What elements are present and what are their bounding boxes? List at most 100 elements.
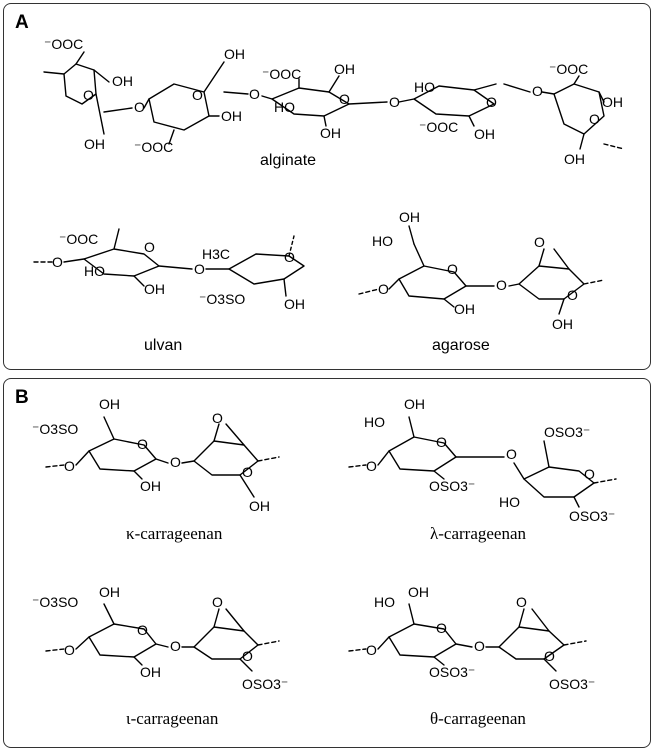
svg-text:HO: HO bbox=[499, 494, 520, 510]
panel-a: A ⁻OOC OH OH O O OH OH O ⁻OOC O bbox=[3, 3, 651, 370]
svg-text:OSO3⁻: OSO3⁻ bbox=[429, 664, 475, 680]
svg-text:OH: OH bbox=[404, 396, 425, 412]
theta-carrageenan-structure: O HO OH OSO3⁻ O O O OSO3⁻ O bbox=[348, 584, 595, 692]
svg-text:O: O bbox=[534, 234, 545, 250]
svg-text:O: O bbox=[589, 111, 600, 127]
svg-text:OH: OH bbox=[249, 498, 270, 514]
svg-text:OSO3⁻: OSO3⁻ bbox=[569, 508, 615, 524]
svg-text:OH: OH bbox=[144, 281, 165, 297]
svg-text:OH: OH bbox=[99, 396, 120, 412]
svg-text:HO: HO bbox=[372, 233, 393, 249]
svg-text:OH: OH bbox=[84, 136, 105, 152]
svg-text:O: O bbox=[144, 239, 155, 255]
panel-a-label: A bbox=[15, 12, 29, 33]
svg-text:OH: OH bbox=[221, 108, 242, 124]
svg-text:O: O bbox=[378, 281, 389, 297]
svg-text:OH: OH bbox=[454, 301, 475, 317]
svg-text:OSO3⁻: OSO3⁻ bbox=[242, 676, 288, 692]
svg-text:⁻O3SO: ⁻O3SO bbox=[32, 594, 78, 610]
svg-text:O: O bbox=[52, 254, 63, 270]
svg-text:OH: OH bbox=[602, 94, 623, 110]
svg-text:⁻OOC: ⁻OOC bbox=[419, 119, 458, 135]
svg-text:O: O bbox=[194, 261, 205, 277]
kappa-carrageenan-structure: O ⁻O3SO OH OH O O O OH O bbox=[32, 396, 280, 514]
svg-text:O: O bbox=[134, 99, 145, 115]
svg-text:O: O bbox=[544, 648, 555, 664]
svg-text:O: O bbox=[64, 458, 75, 474]
iota-carrageenan-structure: O ⁻O3SO OH OH O O O OSO3⁻ O bbox=[32, 584, 288, 692]
ulvan-structure: O ⁻OOC HO OH O O H3C ⁻O3SO OH O bbox=[33, 228, 305, 312]
svg-text:⁻O3SO: ⁻O3SO bbox=[199, 291, 245, 307]
svg-text:OH: OH bbox=[408, 584, 429, 600]
svg-text:OH: OH bbox=[334, 61, 355, 77]
svg-text:O: O bbox=[366, 458, 377, 474]
svg-text:O: O bbox=[567, 287, 578, 303]
panel-a-structures: ⁻OOC OH OH O O OH OH O ⁻OOC O ⁻OOC O bbox=[33, 36, 625, 332]
svg-text:O: O bbox=[486, 94, 497, 110]
lambda-carrageenan-name: λ-carrageenan bbox=[430, 524, 526, 543]
svg-text:O: O bbox=[436, 434, 447, 450]
svg-text:OH: OH bbox=[552, 316, 573, 332]
svg-text:O: O bbox=[170, 638, 181, 654]
ulvan-name: ulvan bbox=[144, 337, 183, 354]
svg-text:OSO3⁻: OSO3⁻ bbox=[544, 424, 590, 440]
svg-text:O: O bbox=[192, 87, 203, 103]
svg-text:OH: OH bbox=[99, 584, 120, 600]
svg-text:OH: OH bbox=[284, 296, 305, 312]
svg-text:OH: OH bbox=[564, 151, 585, 167]
svg-text:HO: HO bbox=[364, 414, 385, 430]
panel-b: B O ⁻O3SO OH OH O O O OH O bbox=[3, 378, 651, 748]
svg-text:OSO3⁻: OSO3⁻ bbox=[549, 676, 595, 692]
svg-text:OH: OH bbox=[474, 126, 495, 142]
svg-text:H3C: H3C bbox=[202, 246, 230, 262]
panel-b-structures: O ⁻O3SO OH OH O O O OH O O bbox=[32, 396, 617, 692]
svg-text:O: O bbox=[242, 464, 253, 480]
alginate-structure: ⁻OOC OH OH O O OH OH O ⁻OOC O ⁻OOC O bbox=[43, 36, 625, 167]
agarose-name: agarose bbox=[432, 337, 490, 354]
svg-text:O: O bbox=[170, 454, 181, 470]
svg-text:O: O bbox=[339, 91, 350, 107]
svg-text:OH: OH bbox=[112, 73, 133, 89]
alginate-name: alginate bbox=[260, 152, 317, 169]
iota-carrageenan-name: ι-carrageenan bbox=[126, 709, 219, 728]
svg-text:O: O bbox=[64, 642, 75, 658]
svg-text:O: O bbox=[436, 620, 447, 636]
svg-text:OH: OH bbox=[320, 125, 341, 141]
svg-text:HO: HO bbox=[274, 99, 295, 115]
svg-text:HO: HO bbox=[414, 79, 435, 95]
kappa-carrageenan-name: κ-carrageenan bbox=[126, 524, 223, 543]
svg-text:OH: OH bbox=[224, 46, 245, 62]
svg-text:⁻OOC: ⁻OOC bbox=[262, 66, 301, 82]
svg-text:⁻OOC: ⁻OOC bbox=[59, 231, 98, 247]
svg-text:O: O bbox=[366, 642, 377, 658]
svg-text:O: O bbox=[83, 87, 94, 103]
svg-text:HO: HO bbox=[84, 263, 105, 279]
theta-carrageenan-name: θ-carrageenan bbox=[430, 709, 526, 728]
svg-text:OH: OH bbox=[140, 664, 161, 680]
svg-text:O: O bbox=[389, 94, 400, 110]
svg-text:OSO3⁻: OSO3⁻ bbox=[429, 478, 475, 494]
svg-text:OH: OH bbox=[140, 478, 161, 494]
svg-text:HO: HO bbox=[374, 594, 395, 610]
agarose-structure: O OH HO OH O O O OH O bbox=[358, 209, 605, 332]
svg-text:O: O bbox=[532, 83, 543, 99]
svg-text:O: O bbox=[212, 410, 223, 426]
svg-text:O: O bbox=[242, 648, 253, 664]
svg-text:O: O bbox=[212, 594, 223, 610]
svg-text:⁻O3SO: ⁻O3SO bbox=[32, 421, 78, 437]
svg-text:O: O bbox=[249, 86, 260, 102]
svg-text:⁻OOC: ⁻OOC bbox=[44, 36, 83, 52]
svg-text:O: O bbox=[284, 249, 295, 265]
svg-text:O: O bbox=[137, 436, 148, 452]
svg-text:⁻OOC: ⁻OOC bbox=[549, 61, 588, 77]
lambda-carrageenan-structure: O HO OH OSO3⁻ O O OSO3⁻ HO OSO3⁻ O bbox=[348, 396, 617, 524]
svg-text:O: O bbox=[516, 594, 527, 610]
svg-text:O: O bbox=[496, 277, 507, 293]
svg-text:⁻OOC: ⁻OOC bbox=[134, 139, 173, 155]
svg-text:OH: OH bbox=[399, 209, 420, 225]
svg-text:O: O bbox=[447, 261, 458, 277]
svg-text:O: O bbox=[474, 638, 485, 654]
svg-text:O: O bbox=[506, 446, 517, 462]
svg-text:O: O bbox=[584, 466, 595, 482]
panel-b-label: B bbox=[15, 387, 29, 408]
